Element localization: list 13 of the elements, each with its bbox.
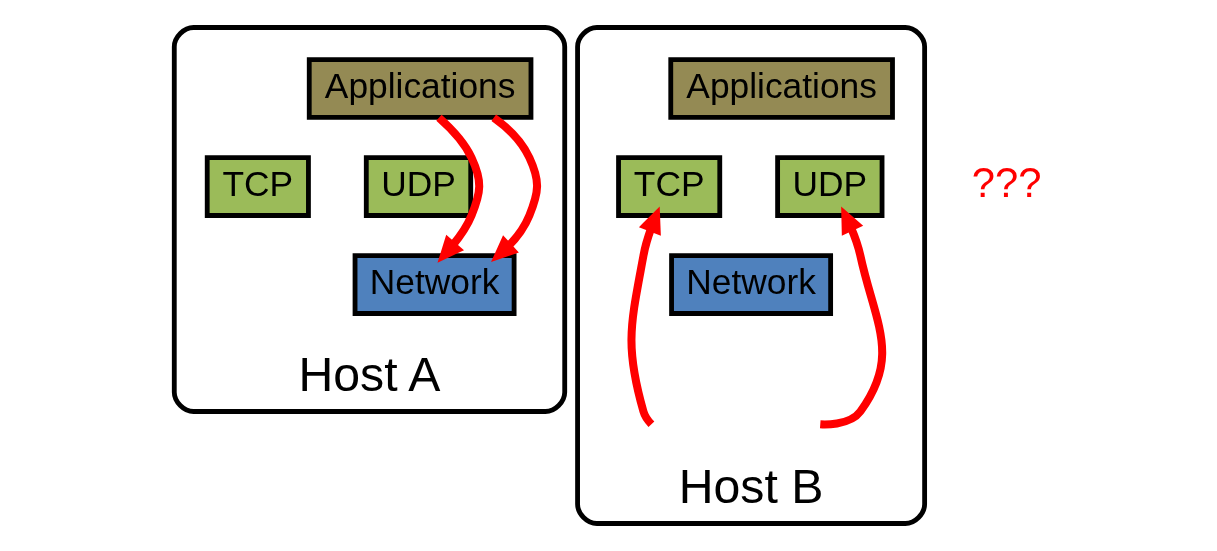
node-box: UDP [775, 155, 885, 218]
node-box: Applications [306, 57, 534, 120]
node-box: Network [352, 253, 517, 316]
node-box: Applications [668, 57, 895, 120]
arrow [491, 114, 542, 262]
node-box: TCP [616, 155, 723, 218]
node-box: UDP [363, 155, 474, 218]
arrow [820, 206, 887, 429]
label: ??? [971, 158, 1042, 206]
node-box: TCP [204, 155, 311, 218]
arrow [436, 114, 484, 263]
arrow [627, 206, 661, 427]
node-box: Network [669, 253, 834, 316]
